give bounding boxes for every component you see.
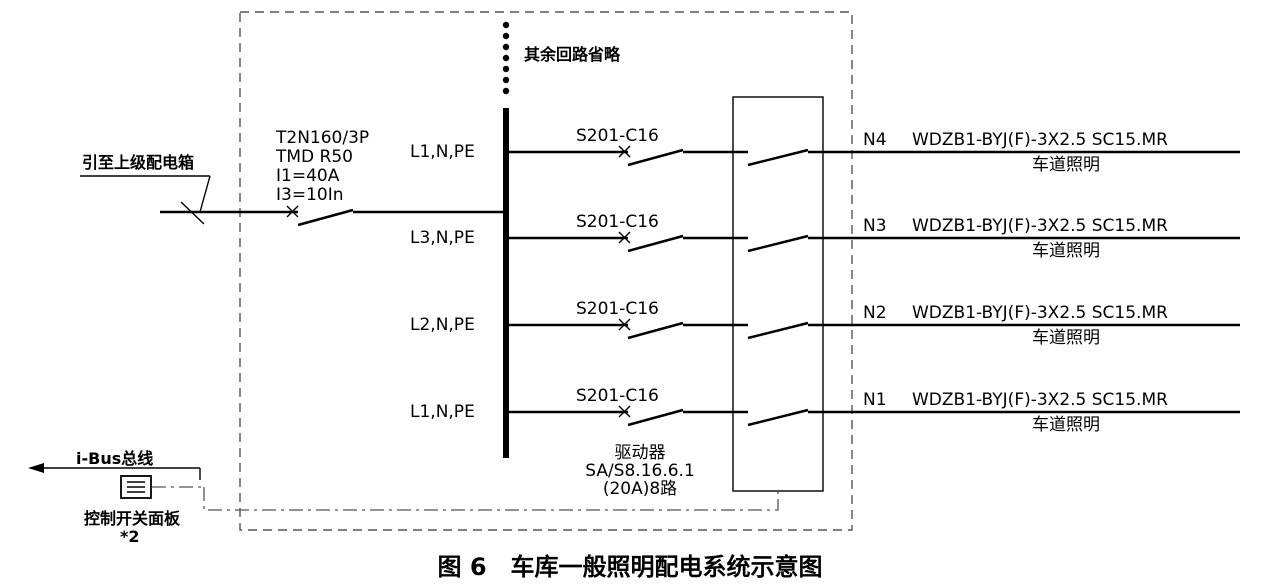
actuator-name: 驱动器 (615, 443, 666, 463)
circuit-phase: L1,N,PE (410, 402, 475, 422)
circuit-n2: L2,N,PE S201-C16 N2 WDZB1-BYJ(F)-3X2.5 S… (410, 299, 1240, 348)
incoming-label-leader (199, 175, 211, 213)
bus-label: i-Bus总线 (76, 449, 153, 468)
circuit-n1: L1,N,PE S201-C16 N1 WDZB1-BYJ(F)-3X2.5 S… (410, 386, 1240, 435)
actuator-model: SA/S8.16.6.1 (585, 461, 695, 481)
circuit-breaker-label: S201-C16 (576, 126, 659, 146)
circuit-breaker-label: S201-C16 (576, 299, 659, 319)
circuit-breaker-label: S201-C16 (576, 386, 659, 406)
actuator-spec: (20A)8路 (603, 479, 677, 499)
panel-qty: *2 (120, 527, 140, 546)
omitted-circuits-dots (502, 21, 510, 95)
circuit-cable: WDZB1-BYJ(F)-3X2.5 SC15.MR (912, 130, 1168, 150)
incoming-cable-tick (180, 201, 205, 225)
circuit-phase: L1,N,PE (410, 142, 475, 162)
main-breaker-i1: I1=40A (276, 166, 340, 186)
circuit-n3: L3,N,PE S201-C16 N3 WDZB1-BYJ(F)-3X2.5 S… (410, 212, 1240, 261)
incoming-label: 引至上级配电箱 (82, 153, 194, 172)
circuit-load: 车道照明 (1032, 328, 1100, 348)
circuit-load: 车道照明 (1032, 155, 1100, 175)
figure-caption: 图 6 车库一般照明配电系统示意图 (437, 553, 822, 581)
circuit-number: N4 (863, 130, 887, 150)
circuit-n4: L1,N,PE S201-C16 N4 WDZB1-BYJ(F)-3X2.5 S… (410, 126, 1240, 175)
circuit-cable: WDZB1-BYJ(F)-3X2.5 SC15.MR (912, 303, 1168, 323)
circuit-cable: WDZB1-BYJ(F)-3X2.5 SC15.MR (912, 216, 1168, 236)
circuit-phase: L3,N,PE (410, 228, 475, 248)
circuit-number: N2 (863, 303, 887, 323)
distribution-box-outline (239, 11, 853, 531)
control-panel-icon (120, 475, 152, 499)
circuit-cable: WDZB1-BYJ(F)-3X2.5 SC15.MR (912, 390, 1168, 410)
circuit-load: 车道照明 (1032, 241, 1100, 261)
main-breaker-i3: I3=10In (276, 185, 344, 205)
circuit-breaker-label: S201-C16 (576, 212, 659, 232)
main-breaker-trip: TMD R50 (275, 147, 353, 167)
circuit-phase: L2,N,PE (410, 315, 475, 335)
main-breaker-model: T2N160/3P (275, 128, 369, 148)
bus-arrow-head (28, 463, 44, 473)
actuator-box (732, 96, 824, 492)
panel-label: 控制开关面板 (84, 509, 181, 528)
circuit-number: N3 (863, 216, 887, 236)
control-wiring (203, 487, 779, 511)
omitted-circuits-label: 其余回路省略 (524, 45, 621, 64)
circuit-number: N1 (863, 390, 887, 410)
main-breaker-symbol (286, 205, 506, 227)
circuit-load: 车道照明 (1032, 415, 1100, 435)
